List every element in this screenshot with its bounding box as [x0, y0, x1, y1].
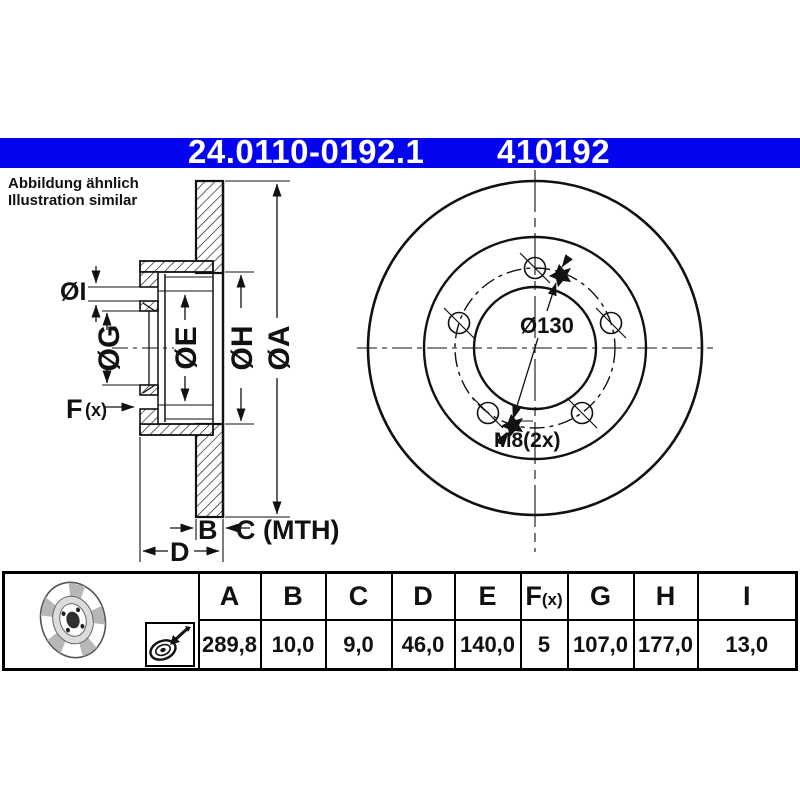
value-f: 5 — [519, 619, 569, 671]
value-e: 140,0 — [453, 619, 522, 671]
col-header-g: G — [566, 571, 635, 621]
dim-label-g: ØG — [93, 325, 126, 372]
dim-label-b: B — [198, 515, 218, 545]
dim-label-d: D — [170, 537, 190, 567]
disc-pictogram-box — [144, 622, 195, 667]
disc-measure-icon — [148, 626, 191, 661]
dim-label-a: ØA — [263, 326, 296, 371]
note-line-en: Illustration similar — [8, 192, 138, 209]
dim-label-e: ØE — [170, 326, 203, 369]
header-bar: 24.0110-0192.1 410192 — [0, 134, 800, 170]
brake-disc-illustration — [40, 581, 107, 658]
col-header-f: F(x) — [519, 571, 569, 621]
note-line-de: Abbildung ähnlich — [8, 175, 139, 192]
bolt-circle-label: Ø130 — [520, 313, 574, 338]
part-number: 24.0110-0192.1 — [188, 133, 425, 170]
col-header-f-suffix: (x) — [541, 590, 563, 609]
product-image-cell — [2, 571, 200, 671]
value-d: 46,0 — [390, 619, 456, 671]
illustration-note: Abbildung ähnlich Illustration similar — [8, 175, 139, 209]
col-header-i: I — [696, 571, 798, 621]
col-header-d: D — [390, 571, 456, 621]
spec-table: A B C D E F(x) G H I 289,8 10,0 9,0 46,0… — [2, 571, 798, 671]
reference-number: 410192 — [497, 133, 611, 170]
dim-label-f-suffix: (x) — [85, 400, 107, 420]
dim-label-c: C (MTH) — [236, 515, 339, 545]
value-g: 107,0 — [566, 619, 635, 671]
thread-spec-label: M8(2x) — [494, 429, 561, 452]
col-header-c: C — [324, 571, 393, 621]
value-h: 177,0 — [632, 619, 699, 671]
dim-label-h: ØH — [226, 326, 259, 371]
value-c: 9,0 — [324, 619, 393, 671]
value-b: 10,0 — [259, 619, 327, 671]
col-header-a: A — [197, 571, 262, 621]
col-header-e: E — [453, 571, 522, 621]
col-header-b: B — [259, 571, 327, 621]
dim-label-i: ØI — [60, 278, 86, 306]
value-a: 289,8 — [197, 619, 262, 671]
dim-label-f: F — [66, 394, 83, 424]
col-header-h: H — [632, 571, 699, 621]
cross-section-view — [88, 179, 290, 562]
front-view — [357, 170, 713, 552]
value-i: 13,0 — [696, 619, 798, 671]
